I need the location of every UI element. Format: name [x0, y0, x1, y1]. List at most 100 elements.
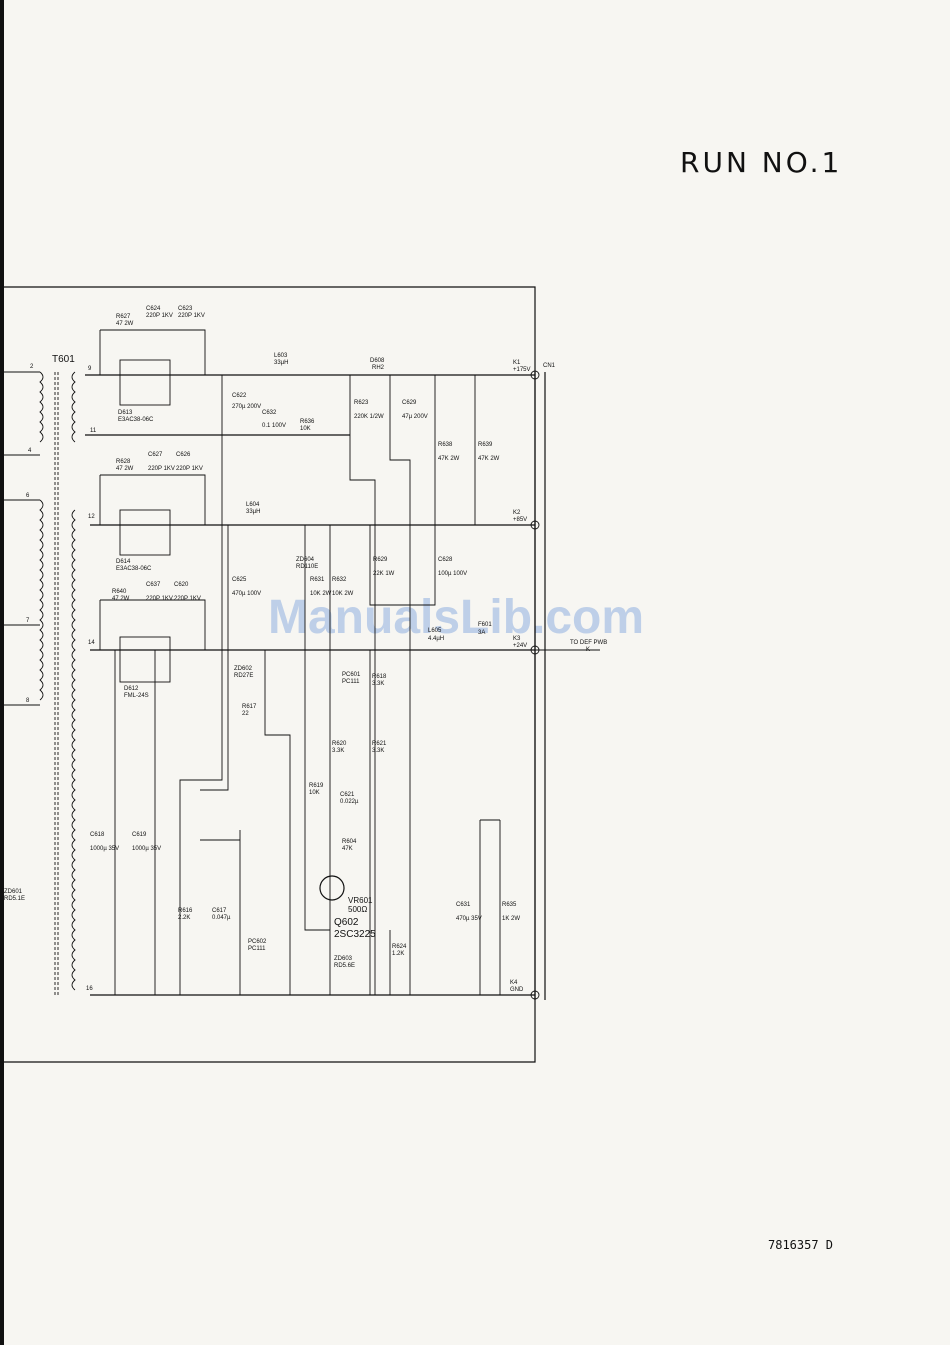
output-pin: K [586, 647, 590, 653]
ref-label: R639 [478, 442, 493, 448]
value-label: 1000µ 35V [90, 846, 119, 852]
pin-label: 11 [90, 428, 97, 434]
pin-label: 14 [88, 640, 95, 646]
ref-label: C619 [132, 832, 147, 838]
value-label: 47K 2W [438, 456, 460, 462]
ref-label: F601 [478, 622, 492, 628]
page-left-edge [0, 0, 4, 1345]
rail-wires [85, 329, 600, 1000]
value-label: 100µ 100V [438, 571, 467, 577]
ref-label: L604 [246, 502, 260, 508]
value-label: 3A [478, 630, 485, 636]
pin-label: 16 [86, 986, 93, 992]
value-label: 4.4µH [428, 636, 444, 642]
ref-label: PC601 [342, 672, 361, 678]
ref-label: R640 [112, 589, 127, 595]
value-label: 3.3K [332, 748, 344, 754]
value-label: 33µH [274, 360, 288, 366]
value-label: 33µH [246, 509, 260, 515]
board-border [0, 286, 536, 1063]
ref-label: R621 [372, 741, 387, 747]
value-label: 470µ 35V [456, 916, 482, 922]
output-note: TO DEF PWB [570, 640, 607, 646]
value-label: 2.2K [178, 915, 190, 921]
terminal-id: K3 [513, 636, 521, 642]
value-label: 470µ 100V [232, 591, 261, 597]
value-label: RD110E [296, 564, 318, 570]
ref-label: R623 [354, 400, 369, 406]
terminal-id: K1 [513, 360, 521, 366]
value-label: 220P 1KV [174, 596, 201, 602]
ref-label: R628 [116, 459, 131, 465]
value-label: 1.2K [392, 951, 404, 957]
ref-label: R618 [372, 674, 387, 680]
ref-label: R629 [373, 557, 388, 563]
pin-label: 2 [30, 364, 34, 370]
diode-d612 [119, 636, 171, 683]
ref-label: C629 [402, 400, 417, 406]
ref-label: C621 [340, 792, 355, 798]
ref-label: D614 [116, 559, 131, 565]
run-title: RUN NO.1 [680, 146, 843, 179]
value-label: 3.3K [372, 748, 384, 754]
ref-label: C631 [456, 902, 471, 908]
ref-label: R638 [438, 442, 453, 448]
ref-label: R620 [332, 741, 347, 747]
value-label: 47K [342, 846, 353, 852]
value-label: 3.3K [372, 681, 384, 687]
value-label: 10K [309, 790, 320, 796]
pin-label: 6 [26, 493, 30, 499]
ref-label: Q602 [334, 917, 359, 928]
ref-label: ZD601 [4, 889, 23, 895]
terminal-id: K4 [510, 980, 518, 986]
value-label: 0.1 100V [262, 423, 286, 429]
ref-label: R617 [242, 704, 257, 710]
value-label: 2SC3225 [334, 929, 376, 940]
value-label: 47 2W [116, 321, 134, 327]
value-label: 270µ 200V [232, 404, 261, 410]
value-label: 220K 1/2W [354, 414, 384, 420]
value-label: E3AC38-06C [118, 417, 154, 423]
ref-label: C628 [438, 557, 453, 563]
ref-label: C622 [232, 393, 247, 399]
pin-label: 7 [26, 618, 30, 624]
value-label: 1K 2W [502, 916, 520, 922]
terminal-label: +175V [513, 367, 531, 373]
ref-label: R627 [116, 314, 131, 320]
ref-label: R624 [392, 944, 407, 950]
ref-label: D613 [118, 410, 133, 416]
pin-label: 12 [88, 514, 95, 520]
ref-label: C617 [212, 908, 227, 914]
ref-label: C620 [174, 582, 189, 588]
terminal-label: +85V [513, 517, 527, 523]
value-label: 220P 1KV [176, 466, 203, 472]
value-label: 47K 2W [478, 456, 500, 462]
value-label: FML-24S [124, 693, 149, 699]
transformer-name: T601 [52, 354, 75, 365]
ref-label: C618 [90, 832, 105, 838]
ref-label: C637 [146, 582, 161, 588]
transistor-q602 [319, 875, 345, 901]
pin-label: 9 [88, 366, 92, 372]
ref-label: C625 [232, 577, 247, 583]
ref-label: L603 [274, 353, 288, 359]
value-label: 220P 1KV [146, 596, 173, 602]
connector-terminals [530, 370, 540, 1000]
value-label: 500Ω [348, 905, 367, 914]
value-label: 0.047µ [212, 915, 231, 921]
value-label: 47 2W [116, 466, 134, 472]
value-label: 220P 1KV [146, 313, 173, 319]
value-label: RD27E [234, 673, 253, 679]
ref-label: R616 [178, 908, 193, 914]
value-label: RD5.6E [334, 963, 355, 969]
ref-label: R604 [342, 839, 357, 845]
value-label: E3AC38-06C [116, 566, 152, 572]
terminal-label: GND [510, 987, 524, 993]
ref-label: C632 [262, 410, 277, 416]
transformer-primary [0, 371, 59, 995]
value-label: 1000µ 35V [132, 846, 161, 852]
value-label: 0.022µ [340, 799, 359, 805]
value-label: 10K 2W [332, 591, 354, 597]
value-label: 10K 2W [310, 591, 332, 597]
